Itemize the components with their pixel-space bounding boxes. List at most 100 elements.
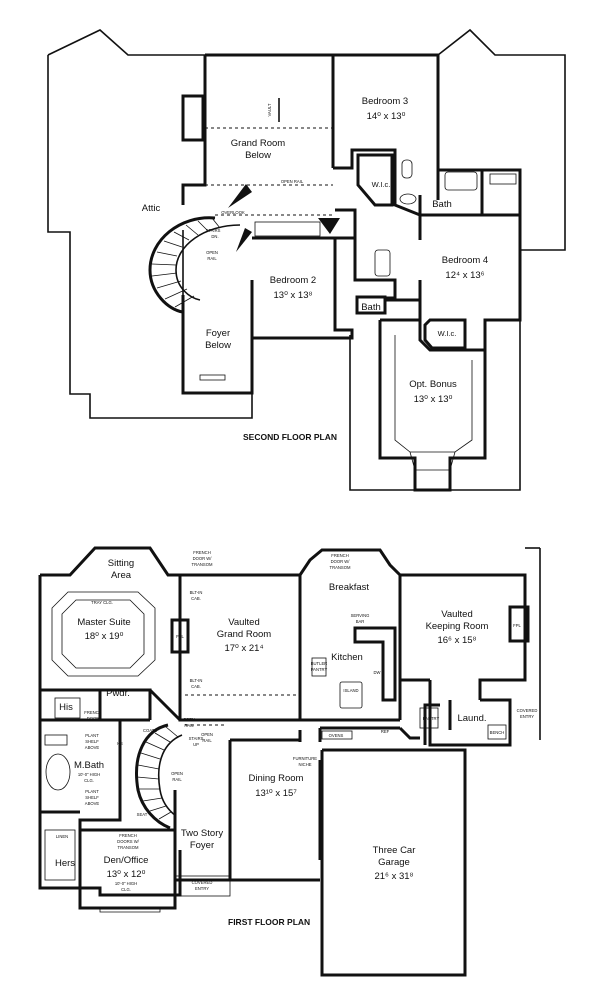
powder-walls: [100, 688, 182, 722]
arrow-foyer: [236, 228, 252, 252]
tray-ceiling-inner: [61, 599, 145, 669]
stair-curve-outer: [148, 216, 216, 314]
label-den-note-2: CLG.: [121, 887, 131, 892]
keeping-room-walls: [400, 573, 527, 700]
label-his: His: [59, 702, 73, 713]
dims-garage: 21⁶ x 31⁸: [374, 871, 413, 882]
label-mbath: M.Bath: [74, 760, 104, 771]
label-grand-room-below-2: Below: [245, 150, 271, 161]
label-foyer-below-2: Below: [205, 340, 231, 351]
foyer-below-walls: [181, 295, 254, 395]
wic-bedroom-4: [423, 318, 467, 350]
label-stairs-1: STAIRS: [206, 228, 221, 233]
label-foyer-below-1: Foyer: [206, 328, 230, 339]
label-french-door-3-a: FRENCH: [84, 710, 101, 715]
label-linen: LINEN: [56, 834, 68, 839]
bonus-dormer: [394, 335, 473, 471]
label-fpl-2: FPL: [513, 623, 521, 628]
label-garage-2: Garage: [378, 857, 410, 868]
second-floor-plan: [47, 28, 566, 492]
label-island: ISLAND: [343, 688, 358, 693]
label-bltin-cab-2-b: CAB.: [191, 684, 201, 689]
first-floor-plan: [38, 546, 541, 977]
stair-first-outer: [135, 723, 171, 830]
his-closet: [54, 697, 81, 719]
label-ref: REF: [381, 729, 390, 734]
opt-bonus-walls: [378, 318, 487, 492]
label-pantry: PANTRY: [423, 716, 440, 721]
label-bedroom-2: Bedroom 2: [270, 275, 316, 286]
label-tray-clg: TRAY CLG.: [91, 600, 113, 605]
label-master-suite: Master Suite: [77, 617, 130, 628]
label-den-note-1: 10'-0" HIGH: [115, 881, 137, 886]
label-mbath-note-1: 10'-0" HIGH: [78, 772, 100, 777]
label-two-story-foyer-1: Two Story: [181, 828, 223, 839]
stair-first-inner: [158, 734, 183, 817]
foyer-window: [199, 374, 226, 381]
laundry-walls: [423, 680, 512, 747]
dims-master-suite: 18⁰ x 19⁰: [85, 631, 124, 642]
label-plant-shelf-1-a: PLANT: [85, 733, 99, 738]
label-open-rail-3-a: OPEN: [171, 771, 183, 776]
hers-closet: [44, 829, 76, 881]
label-covered-entry-side-2: ENTRY: [520, 714, 534, 719]
toilet-upper: [399, 193, 417, 205]
label-wic-2: W.I.c.: [438, 329, 457, 338]
label-stairs-up-2: UP: [193, 742, 199, 747]
label-laund: Laund.: [457, 713, 486, 724]
label-serving-bar-1: SERVING: [351, 613, 370, 618]
breakfast-walls: [298, 548, 402, 722]
label-french-door-1-b: DOOR W/: [193, 556, 213, 561]
attic-outline: [47, 55, 253, 419]
label-vaulted-keeping-room-2: Keeping Room: [426, 621, 489, 632]
label-stairs-up-1: STAIRS: [189, 736, 204, 741]
label-open-rail-3-b: RAIL: [172, 777, 182, 782]
fireplace-keeping-room: [508, 605, 530, 643]
label-breakfast: Breakfast: [329, 582, 369, 593]
grand-room-below-walls: [181, 53, 335, 205]
label-grand-room-below-1: Grand Room: [231, 138, 285, 149]
label-open-rail-stairs-1: OPEN: [206, 250, 218, 255]
label-open-rail-2-b: RAIL: [202, 738, 212, 743]
toilet-bed3: [401, 159, 413, 179]
label-plant-shelf-1-c: ABOVE: [85, 745, 100, 750]
pantry-box: [419, 707, 439, 729]
label-french-door-1-c: TRANSOM: [192, 562, 213, 567]
label-covered-entry-2: ENTRY: [195, 886, 209, 891]
second-floor-labels: Attic Grand Room Below VAULT OPEN RAIL O…: [142, 96, 488, 442]
dims-bedroom-2: 13⁰ x 13⁸: [274, 290, 313, 301]
label-open-rail-upper: OPEN RAIL: [281, 179, 304, 184]
fireplace-grand-room: [170, 618, 190, 654]
label-open-rail-stairs-2: RAIL: [207, 256, 217, 261]
label-butler-pantry-2: PANTRY: [311, 667, 328, 672]
den-window-bay: [99, 908, 161, 913]
label-open-rail-1-b: RAIL: [184, 723, 194, 728]
roof-line-left: [47, 29, 205, 56]
roof-line-right: [437, 28, 566, 251]
label-french-doors-transom-3: TRANSOM: [118, 845, 139, 850]
bonus-roof-outline: [349, 320, 521, 491]
bedroom-4-walls: [418, 213, 522, 352]
label-open-rail-2-a: OPEN: [201, 732, 213, 737]
label-stairs-2: DN.: [211, 234, 218, 239]
tub-small: [374, 249, 391, 277]
wic-bedroom-3: [356, 153, 394, 207]
dining-room-walls: [228, 730, 322, 882]
label-kitchen: Kitchen: [331, 652, 363, 663]
label-bltin-cab-1-a: BLT-IN: [190, 590, 203, 595]
hall-corner-solid: [318, 218, 340, 234]
dims-bedroom-3: 14⁰ x 13⁰: [367, 111, 406, 122]
label-bath-1: Bath: [432, 199, 452, 210]
label-sitting-area-1: Sitting: [108, 558, 134, 569]
label-wic-1: W.I.c.: [372, 180, 391, 189]
label-open-rail-1-a: OPEN: [183, 717, 195, 722]
butler-pantry-box: [311, 657, 327, 677]
label-bltin-cab-2-a: BLT-IN: [190, 678, 203, 683]
label-bedroom-4: Bedroom 4: [442, 255, 488, 266]
label-opt-bonus: Opt. Bonus: [409, 379, 457, 390]
label-french-door-2-b: DOOR W/: [331, 559, 351, 564]
label-furniture-niche-1: FURNITURE: [293, 756, 317, 761]
vanity-upper: [489, 173, 517, 185]
label-french-door-2-a: FRENCH: [331, 553, 348, 558]
